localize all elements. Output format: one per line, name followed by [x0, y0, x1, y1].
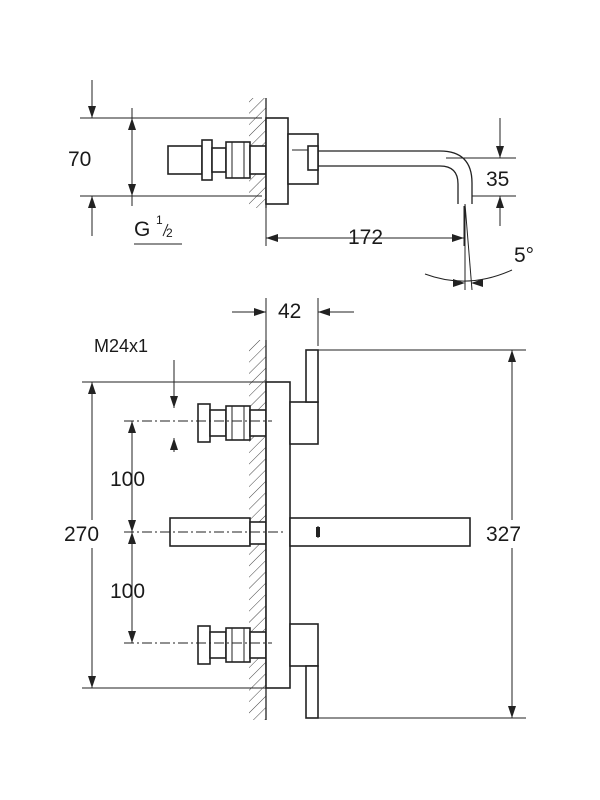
dim-327-label: 327 — [486, 523, 521, 546]
dim-100-lower-label: 100 — [110, 580, 145, 603]
dim-42: 42 — [232, 298, 354, 346]
dim-100-upper-label: 100 — [110, 468, 145, 491]
dim-172-label: 172 — [348, 226, 383, 249]
front-view: 42 M24x1 — [60, 298, 540, 720]
thread-label: M24x1 — [94, 336, 148, 356]
connection-fraction-num: 1 — [156, 213, 163, 227]
dim-70: 70 — [68, 80, 262, 236]
dim-327: 327 — [318, 349, 540, 719]
lower-valve — [197, 625, 267, 665]
spout — [318, 150, 473, 204]
dim-angle-label: 5° — [514, 244, 534, 267]
connection-size: G 1 2 — [134, 213, 182, 245]
wall-plate-side — [265, 117, 319, 205]
dim-270: 270 — [60, 381, 266, 689]
thread-size: M24x1 — [94, 336, 178, 452]
connection-label: G — [134, 218, 150, 241]
dim-270-label: 270 — [64, 523, 99, 546]
wall-plate-front — [265, 349, 471, 719]
dim-100-spacing: 100 100 — [110, 421, 145, 643]
valve-body-side — [167, 139, 267, 181]
dim-35-label: 35 — [486, 168, 509, 191]
top-view: 70 G 1 2 172 35 — [68, 80, 534, 291]
dim-42-label: 42 — [278, 300, 301, 323]
dim-angle: 5° — [424, 203, 534, 291]
dim-70-label: 70 — [68, 148, 91, 171]
connection-fraction-den: 2 — [166, 226, 173, 240]
dim-172: 172 — [265, 206, 465, 249]
upper-valve — [197, 403, 267, 443]
dim-35: 35 — [446, 118, 516, 226]
